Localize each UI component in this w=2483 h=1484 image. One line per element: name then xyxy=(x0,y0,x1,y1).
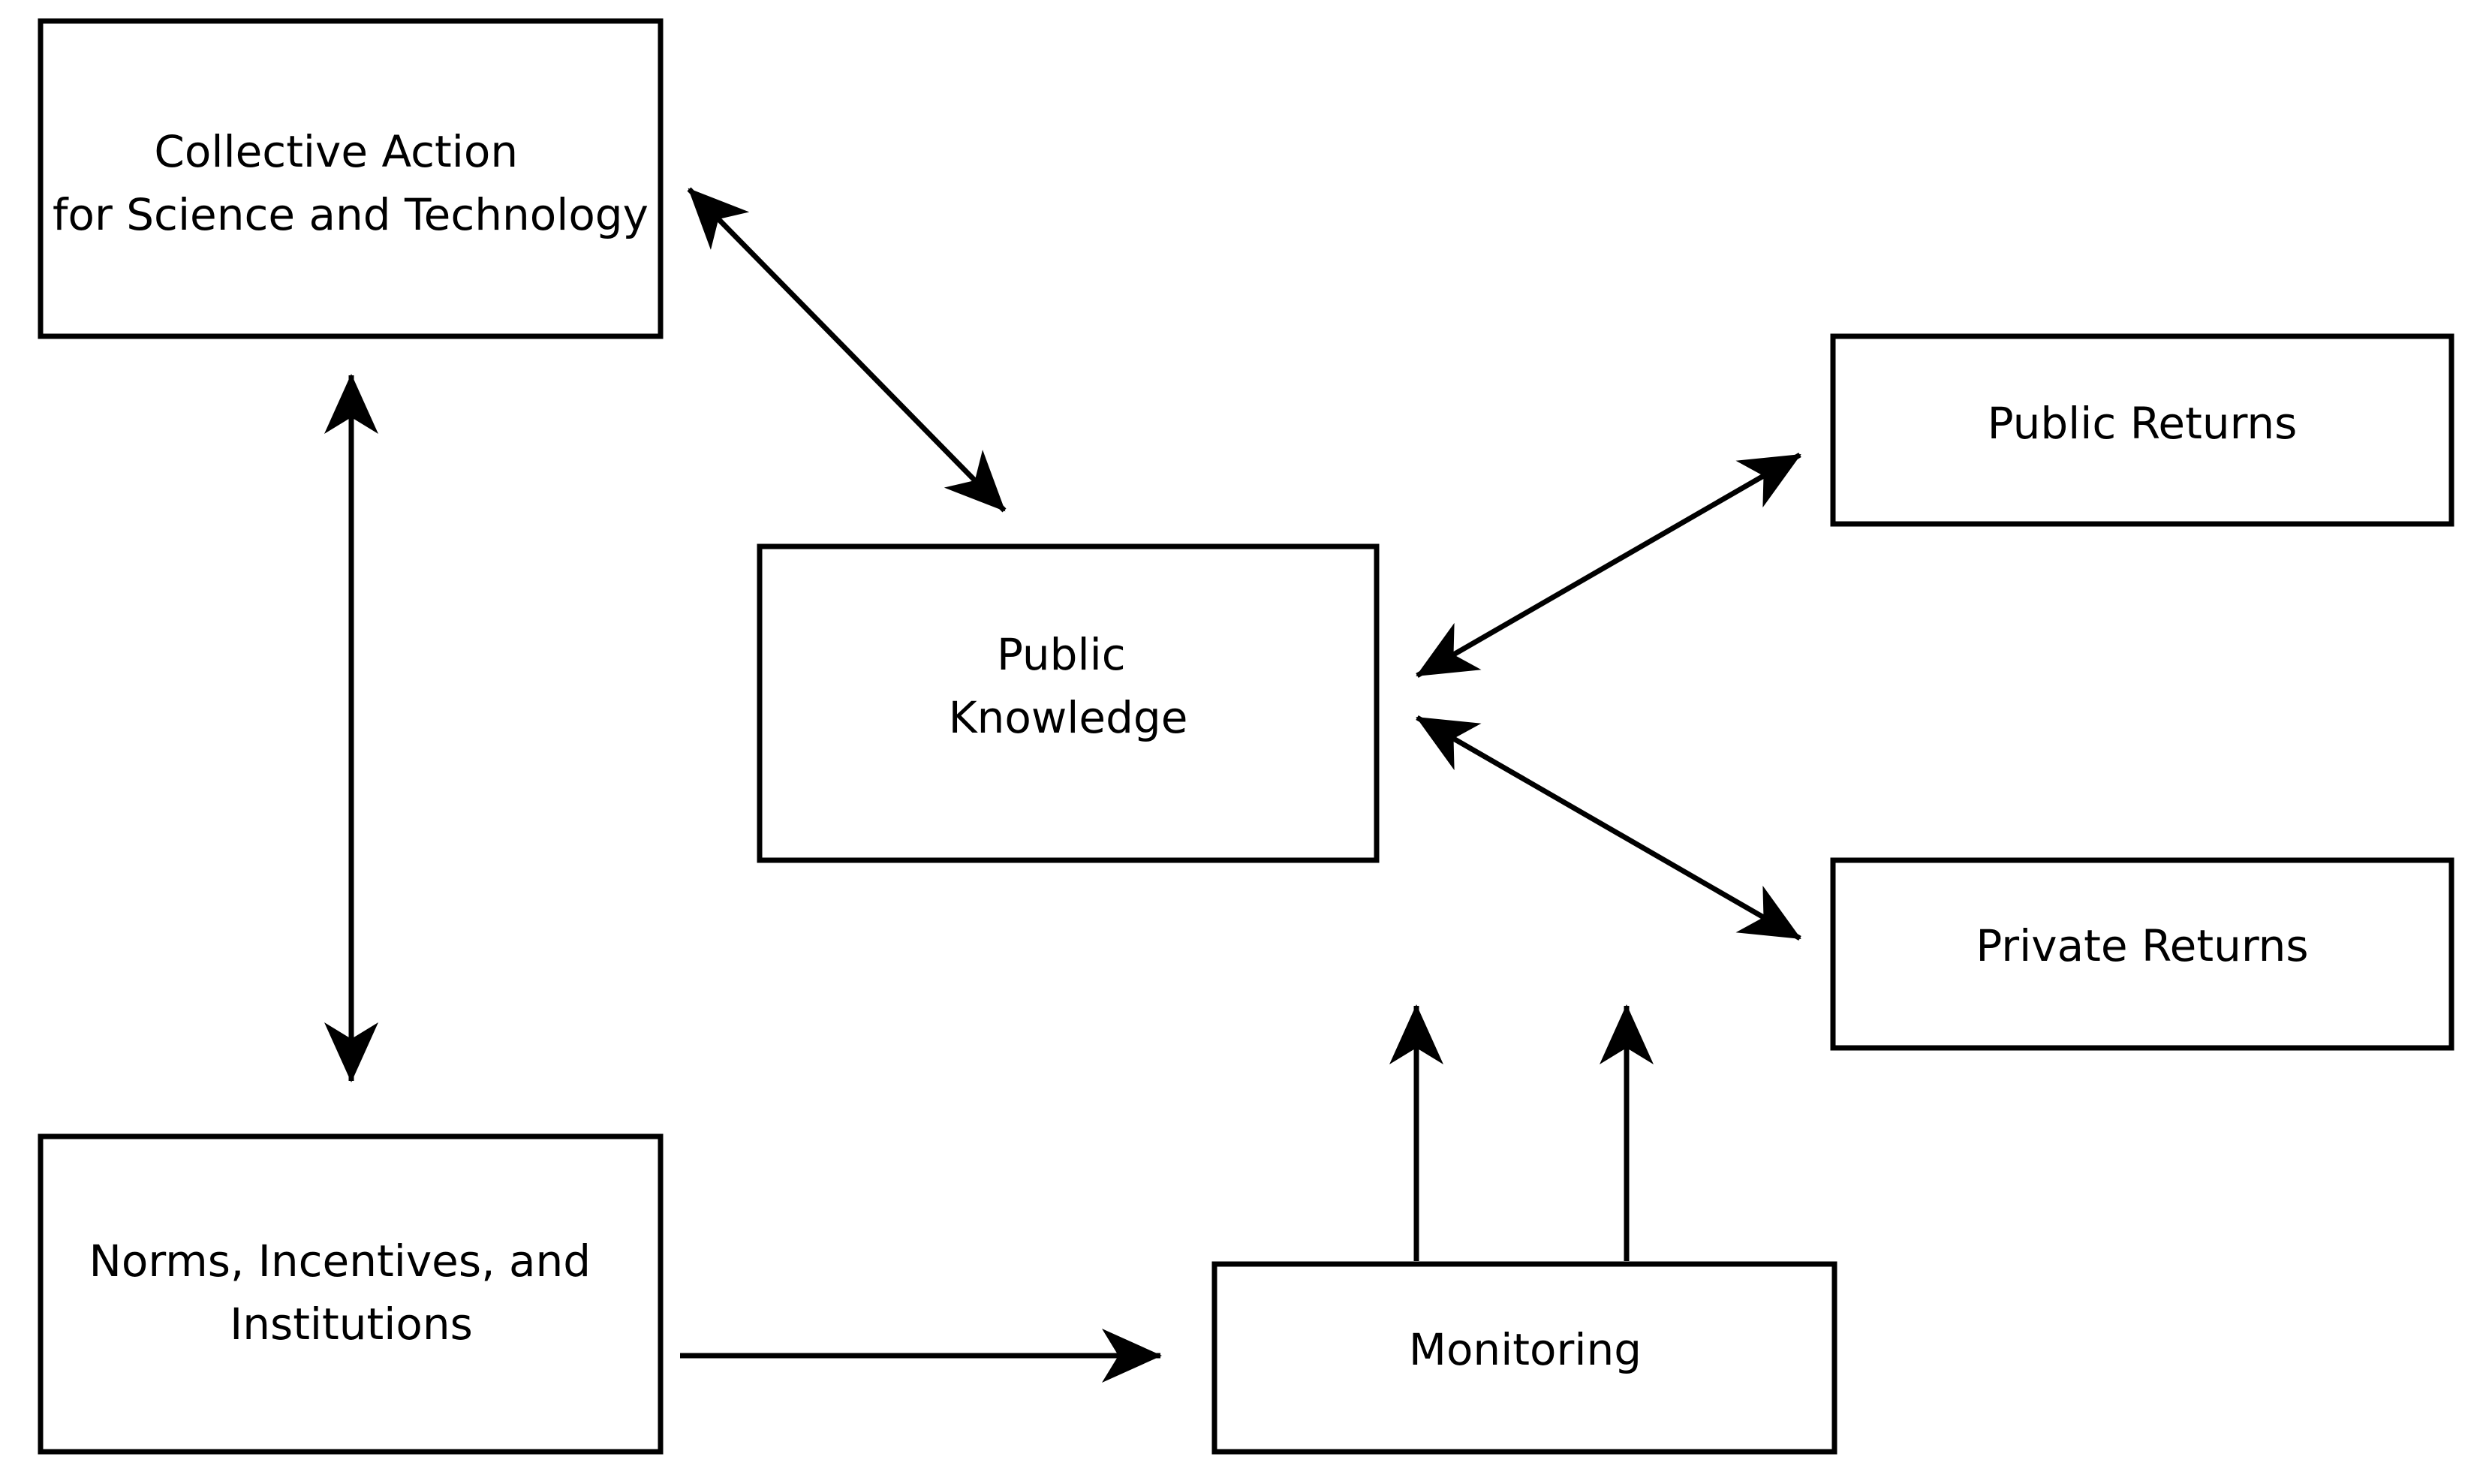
node-label-line: Knowledge xyxy=(949,692,1188,743)
node-public-returns: Public Returns xyxy=(1830,333,2454,527)
node-label: Collective Action for Science and Techno… xyxy=(53,126,649,240)
edge-collective-action-public-knowledge xyxy=(687,187,1007,513)
node-box xyxy=(757,543,1380,863)
node-label-line: Public Returns xyxy=(1988,398,2298,449)
node-label: Private Returns xyxy=(1976,920,2308,971)
node-box xyxy=(1211,1261,1837,1455)
node-label-line: Collective Action xyxy=(154,126,518,177)
node-monitoring: Monitoring xyxy=(1211,1261,1837,1455)
node-box xyxy=(1830,333,2454,527)
node-box xyxy=(38,18,664,339)
node-collective-action: Collective Action for Science and Techno… xyxy=(38,18,664,339)
node-box xyxy=(1830,857,2454,1051)
node-box xyxy=(38,1133,664,1455)
node-label: Monitoring xyxy=(1409,1324,1642,1375)
node-label-line: Public xyxy=(997,629,1126,680)
node-public-knowledge: Public Knowledge xyxy=(757,543,1380,863)
node-label-line: Private Returns xyxy=(1976,920,2308,971)
node-label-line: Institutions xyxy=(230,1299,473,1350)
edge-public-knowledge-private-returns xyxy=(1416,715,1801,941)
node-norms: Norms, Incentives, and Institutions xyxy=(38,1133,664,1455)
node-label: Public Returns xyxy=(1988,398,2298,449)
node-label: Public Knowledge xyxy=(949,629,1188,743)
node-private-returns: Private Returns xyxy=(1830,857,2454,1051)
node-label: Norms, Incentives, and Institutions xyxy=(89,1236,605,1350)
edges xyxy=(324,187,1801,1383)
node-label-line: Norms, Incentives, and xyxy=(89,1236,591,1287)
node-label-line: for Science and Technology xyxy=(53,189,649,240)
node-label-line: Monitoring xyxy=(1409,1324,1642,1375)
edge-public-knowledge-public-returns xyxy=(1416,452,1801,679)
